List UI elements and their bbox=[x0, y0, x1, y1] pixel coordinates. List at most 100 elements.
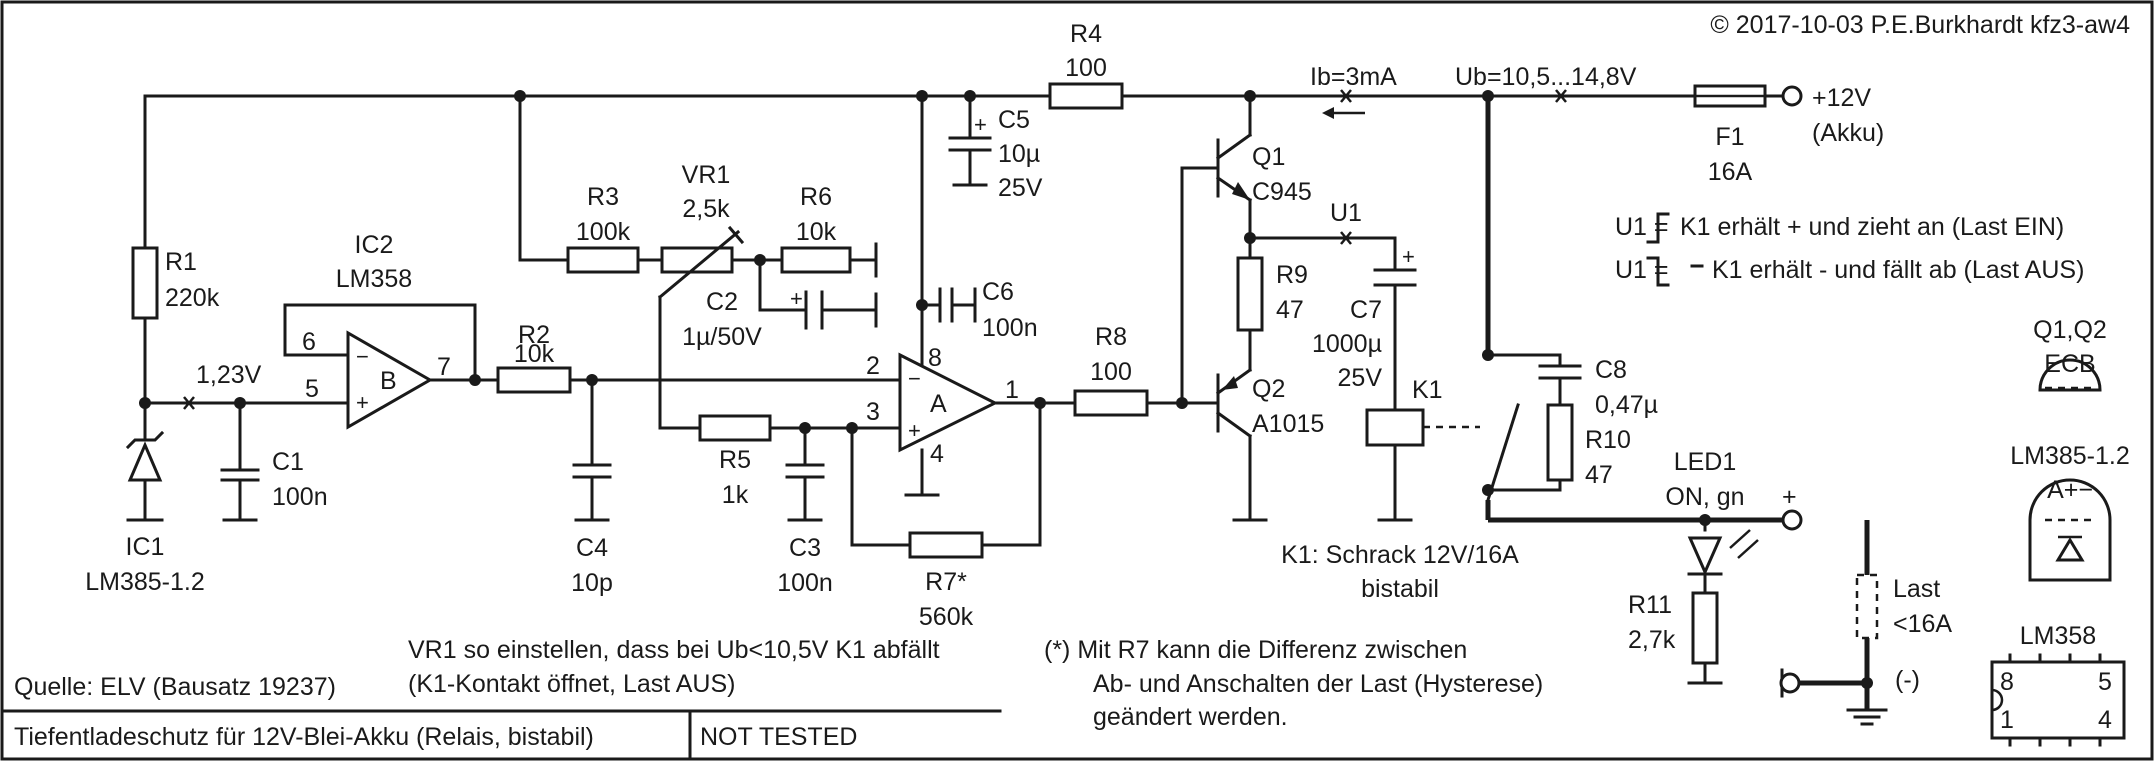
resistor-r11 bbox=[1691, 591, 1719, 665]
legend-on-prefix: U1 = bbox=[1615, 213, 1669, 241]
ic1-value: LM385-1.2 bbox=[85, 568, 205, 596]
q1-name: Q1 bbox=[1252, 143, 1285, 171]
note-r7-line2: Ab- und Anschalten der Last (Hysterese) bbox=[1093, 670, 1543, 698]
c2-name: C2 bbox=[706, 288, 738, 316]
capacitor-c8 bbox=[1538, 364, 1582, 380]
r6-value: 10k bbox=[796, 218, 837, 246]
source-text: Quelle: ELV (Bausatz 19237) bbox=[14, 673, 336, 701]
r8-name: R8 bbox=[1095, 323, 1127, 351]
legend-on-text: K1 erhält + und zieht an (Last EIN) bbox=[1680, 213, 2064, 241]
opamp-a: − + bbox=[898, 352, 999, 453]
note-vr1-line2: (K1-Kontakt öffnet, Last AUS) bbox=[408, 670, 736, 698]
falling-edge-icon bbox=[1646, 256, 1670, 287]
r5-name: R5 bbox=[719, 446, 751, 474]
plus12v-label: +12V bbox=[1812, 84, 1871, 112]
resistor-r6 bbox=[780, 246, 852, 274]
pinout-q-package bbox=[2038, 358, 2102, 392]
r1-value: 220k bbox=[165, 284, 220, 312]
f1-name: F1 bbox=[1715, 123, 1744, 151]
led1-value: ON, gn bbox=[1665, 483, 1744, 511]
opamp-b-label: B bbox=[380, 367, 397, 395]
svg-text:+: + bbox=[1402, 244, 1415, 269]
terminal-load-minus bbox=[1779, 668, 1801, 698]
c3-value: 100n bbox=[777, 569, 833, 597]
u1-node-label: U1 bbox=[1330, 199, 1362, 227]
pin3-label: 3 bbox=[866, 398, 880, 426]
relay-k1 bbox=[1365, 403, 1520, 502]
pinout-lm358-package bbox=[1990, 653, 2126, 747]
r7-value: 560k bbox=[919, 603, 974, 631]
pinout-q-pins: ECB bbox=[2044, 350, 2095, 378]
c7-value: 1000µ bbox=[1312, 330, 1382, 358]
pin4-label: 4 bbox=[930, 440, 944, 468]
svg-text:+: + bbox=[974, 112, 987, 137]
f1-value: 16A bbox=[1708, 158, 1753, 186]
c3-name: C3 bbox=[789, 534, 821, 562]
c6-value: 100n bbox=[982, 314, 1038, 342]
capacitor-c6 bbox=[938, 287, 954, 323]
resistor-r4 bbox=[1048, 82, 1124, 110]
pinout-lm385-pins: A+− bbox=[2047, 476, 2093, 504]
load-name: Last bbox=[1893, 575, 1940, 603]
legend-off-text: K1 erhält - und fällt ab (Last AUS) bbox=[1712, 256, 2084, 284]
resistor-r5 bbox=[698, 414, 772, 442]
r6-name: R6 bbox=[800, 183, 832, 211]
potentiometer-vr1 bbox=[657, 225, 745, 300]
c8-name: C8 bbox=[1595, 356, 1627, 384]
svg-text:−: − bbox=[908, 366, 921, 391]
c4-name: C4 bbox=[576, 534, 608, 562]
rising-edge-icon bbox=[1646, 212, 1670, 244]
vr1-name: VR1 bbox=[682, 161, 731, 189]
r8-value: 100 bbox=[1090, 358, 1132, 386]
resistor-r3 bbox=[566, 246, 640, 274]
copyright-text: © 2017-10-03 P.E.Burkhardt kfz3-aw4 bbox=[1710, 11, 2130, 39]
junction-dots bbox=[139, 90, 1873, 689]
page-title: Tiefentladeschutz für 12V-Blei-Akku (Rel… bbox=[14, 723, 594, 751]
note-vr1-line1: VR1 so einstellen, dass bei Ub<10,5V K1 … bbox=[408, 636, 940, 664]
measurement-markers bbox=[183, 89, 1567, 410]
load-value: <16A bbox=[1893, 610, 1952, 638]
pinout-lm385-title: LM385-1.2 bbox=[2010, 442, 2130, 470]
resistor-r7 bbox=[908, 531, 984, 559]
r11-name: R11 bbox=[1628, 591, 1672, 619]
r5-value: 1k bbox=[722, 481, 749, 509]
capacitor-c1 bbox=[220, 468, 260, 522]
led1-name: LED1 bbox=[1674, 448, 1737, 476]
wiring bbox=[143, 94, 1888, 726]
capacitor-c4 bbox=[572, 463, 612, 479]
r4-value: 100 bbox=[1065, 54, 1107, 82]
capacitor-c3 bbox=[785, 463, 825, 479]
q2-value: A1015 bbox=[1252, 410, 1324, 438]
pin2-label: 2 bbox=[866, 352, 880, 380]
pin5-label: 5 bbox=[305, 375, 319, 403]
svg-text:+: + bbox=[908, 418, 921, 443]
status-text: NOT TESTED bbox=[700, 723, 857, 751]
pin7-label: 7 bbox=[437, 353, 451, 381]
vr1-value: 2,5k bbox=[682, 195, 730, 223]
vref-label: 1,23V bbox=[196, 361, 262, 389]
transistor-q2 bbox=[1215, 367, 1253, 439]
lm358-pin8: 8 bbox=[2000, 668, 2014, 696]
r9-value: 47 bbox=[1276, 296, 1304, 324]
c1-value: 100n bbox=[272, 483, 328, 511]
pinout-lm385-package bbox=[2028, 478, 2112, 582]
resistor-r8 bbox=[1073, 389, 1149, 417]
r11-value: 2,7k bbox=[1628, 626, 1676, 654]
ub-label: Ub=10,5...14,8V bbox=[1455, 63, 1637, 91]
r1-name: R1 bbox=[165, 248, 197, 276]
akku-label: (Akku) bbox=[1812, 119, 1884, 147]
k1-name: K1 bbox=[1412, 376, 1443, 404]
plus-label: + bbox=[1782, 483, 1797, 511]
fuse-f1 bbox=[1693, 84, 1767, 108]
resistor-r2 bbox=[496, 366, 572, 394]
ic2-name: IC2 bbox=[355, 231, 394, 259]
c4-value: 10p bbox=[571, 569, 613, 597]
resistor-r10 bbox=[1546, 403, 1574, 482]
c5-value: 10µ bbox=[998, 140, 1040, 168]
ic1-name: IC1 bbox=[126, 533, 165, 561]
ib-label: Ib=3mA bbox=[1310, 63, 1397, 91]
pin1-label: 1 bbox=[1005, 376, 1019, 404]
r3-value: 100k bbox=[576, 218, 631, 246]
